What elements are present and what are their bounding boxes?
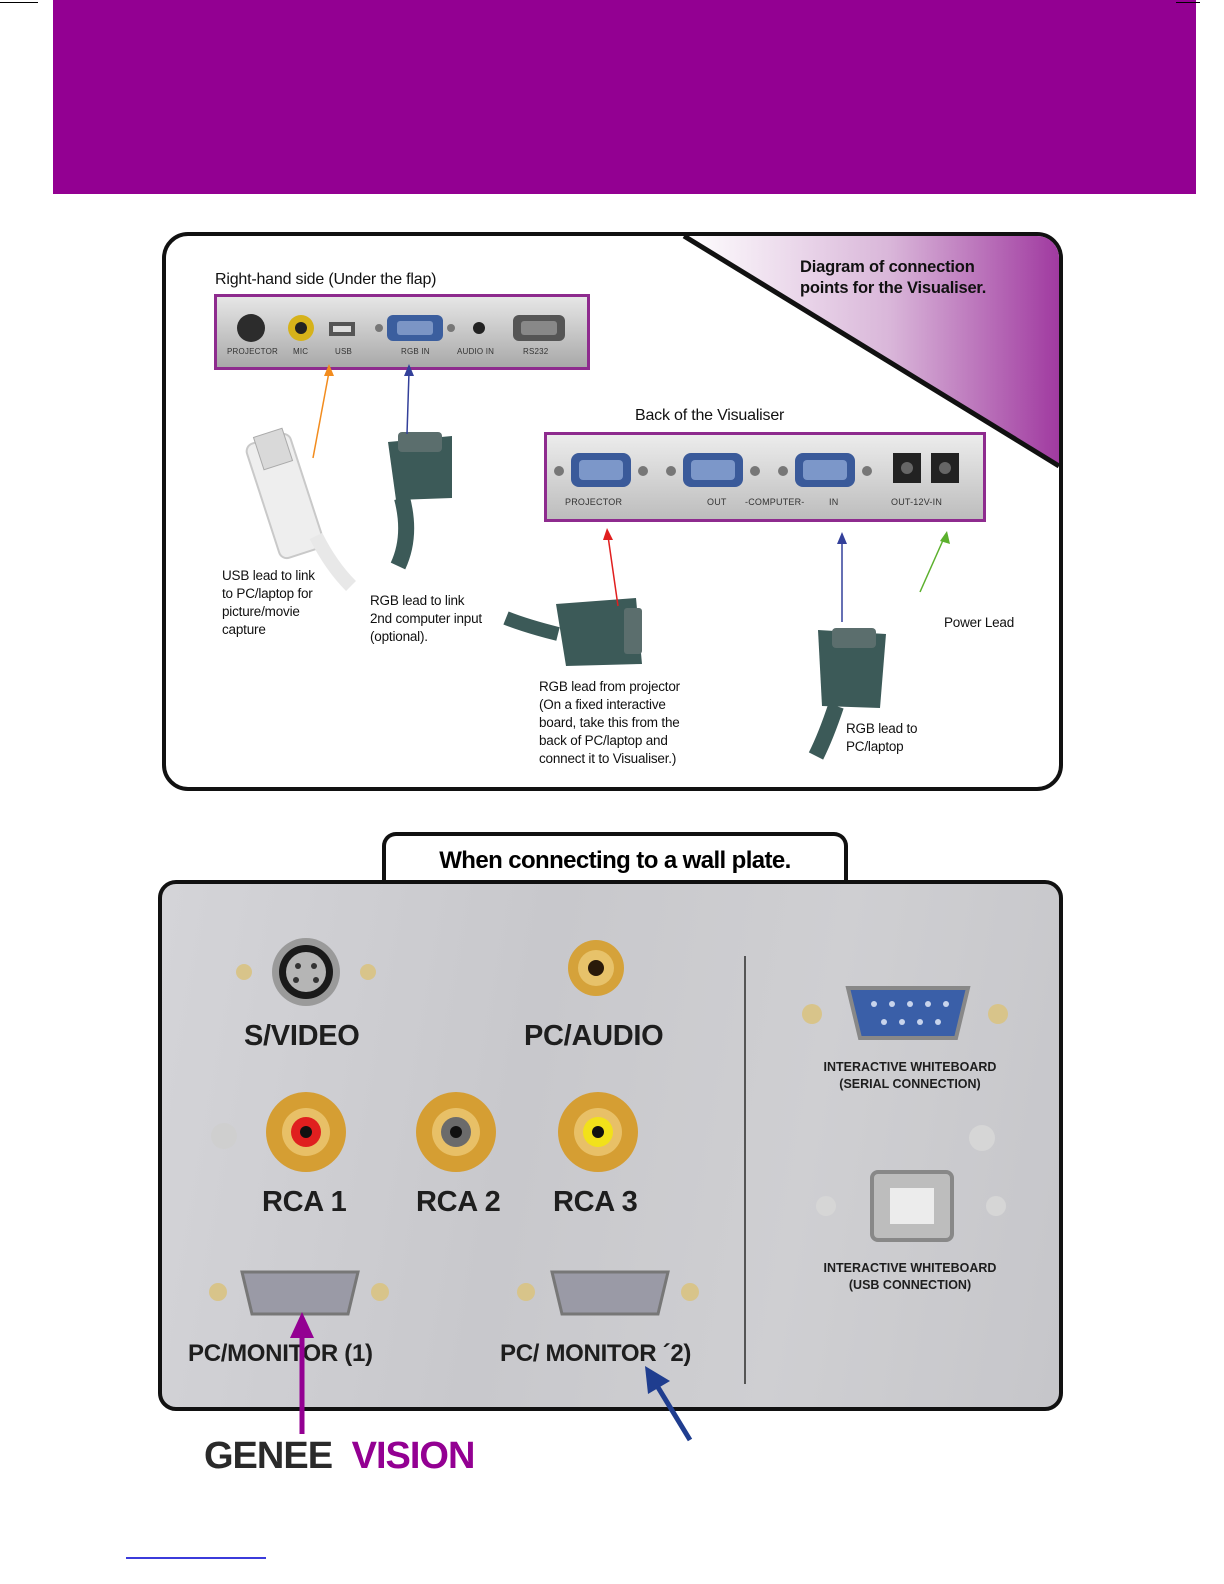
rgb-lead-pc-icon bbox=[808, 628, 886, 760]
pcaudio-label: PC/AUDIO bbox=[524, 1020, 664, 1052]
right-side-panel-photo: PROJECTOR MIC USB RGB IN AUDIO IN RS232 bbox=[214, 294, 590, 370]
iwb-usb-label: INTERACTIVE WHITEBOARD(USB CONNECTION) bbox=[823, 1261, 997, 1292]
power-lead-label: Power Lead bbox=[944, 615, 1015, 630]
port-label: AUDIO IN bbox=[457, 347, 495, 356]
port-label: IN bbox=[829, 497, 839, 507]
wallplate-title: When connecting to a wall plate. bbox=[439, 847, 791, 874]
port-label: OUT-12V-IN bbox=[891, 497, 943, 507]
iwb-serial-label: INTERACTIVE WHITEBOARD(SERIAL CONNECTION… bbox=[823, 1060, 997, 1091]
diagram-title-line1: Diagram of connection bbox=[800, 258, 975, 276]
corner-triangle bbox=[682, 236, 1059, 469]
rca2-label: RCA 2 bbox=[416, 1186, 501, 1218]
rgb-lead-projector-icon bbox=[503, 598, 642, 666]
port-label: RS232 bbox=[523, 347, 549, 356]
port-label: MIC bbox=[293, 347, 309, 356]
back-panel-photo: PROJECTOR OUT -COMPUTER- IN OUT-12V-IN bbox=[544, 432, 986, 522]
crop-mark bbox=[1176, 2, 1200, 3]
wall-plate-connectors bbox=[209, 938, 1008, 1384]
rgb-lead-2nd-input-icon bbox=[388, 432, 452, 570]
right-side-ports bbox=[237, 314, 565, 342]
port-label: OUT bbox=[707, 497, 727, 507]
port-label: PROJECTOR bbox=[565, 497, 623, 507]
back-heading: Back of the Visualiser bbox=[635, 407, 785, 424]
diagram-title-line2: points for the Visualiser. bbox=[800, 279, 987, 297]
logo-word-vision: VISION bbox=[351, 1435, 476, 1477]
port-label: -COMPUTER- bbox=[745, 497, 805, 507]
footer-link-underline bbox=[126, 1557, 266, 1559]
projector-lead-label: RGB lead from projector(On a fixed inter… bbox=[539, 679, 680, 766]
logo-word-genee: GENEE bbox=[204, 1435, 333, 1477]
genee-vision-logo: GENEE VISION bbox=[204, 1435, 476, 1477]
usb-lead-icon bbox=[245, 427, 357, 591]
wallplate-title-tab: When connecting to a wall plate. bbox=[382, 832, 848, 886]
crop-mark bbox=[0, 2, 38, 3]
leads-and-arrows bbox=[245, 364, 950, 760]
header-banner bbox=[53, 0, 1196, 194]
rca1-label: RCA 1 bbox=[262, 1186, 347, 1218]
port-label: USB bbox=[335, 347, 353, 356]
svideo-label: S/VIDEO bbox=[244, 1020, 360, 1052]
port-label: PROJECTOR bbox=[227, 347, 278, 356]
connection-diagram: Diagram of connection points for the Vis… bbox=[162, 232, 1063, 791]
rca3-label: RCA 3 bbox=[553, 1186, 638, 1218]
back-ports bbox=[554, 453, 959, 487]
wall-plate-photo: S/VIDEO PC/AUDIO RCA 1 RCA 2 RCA 3 PC/MO… bbox=[158, 880, 1063, 1411]
port-label: RGB IN bbox=[401, 347, 430, 356]
right-side-heading: Right-hand side (Under the flap) bbox=[215, 271, 437, 288]
monitor1-label: PC/MONITOR (1) bbox=[188, 1340, 373, 1367]
monitor2-label: PC/ MONITOR ´2) bbox=[500, 1340, 692, 1367]
